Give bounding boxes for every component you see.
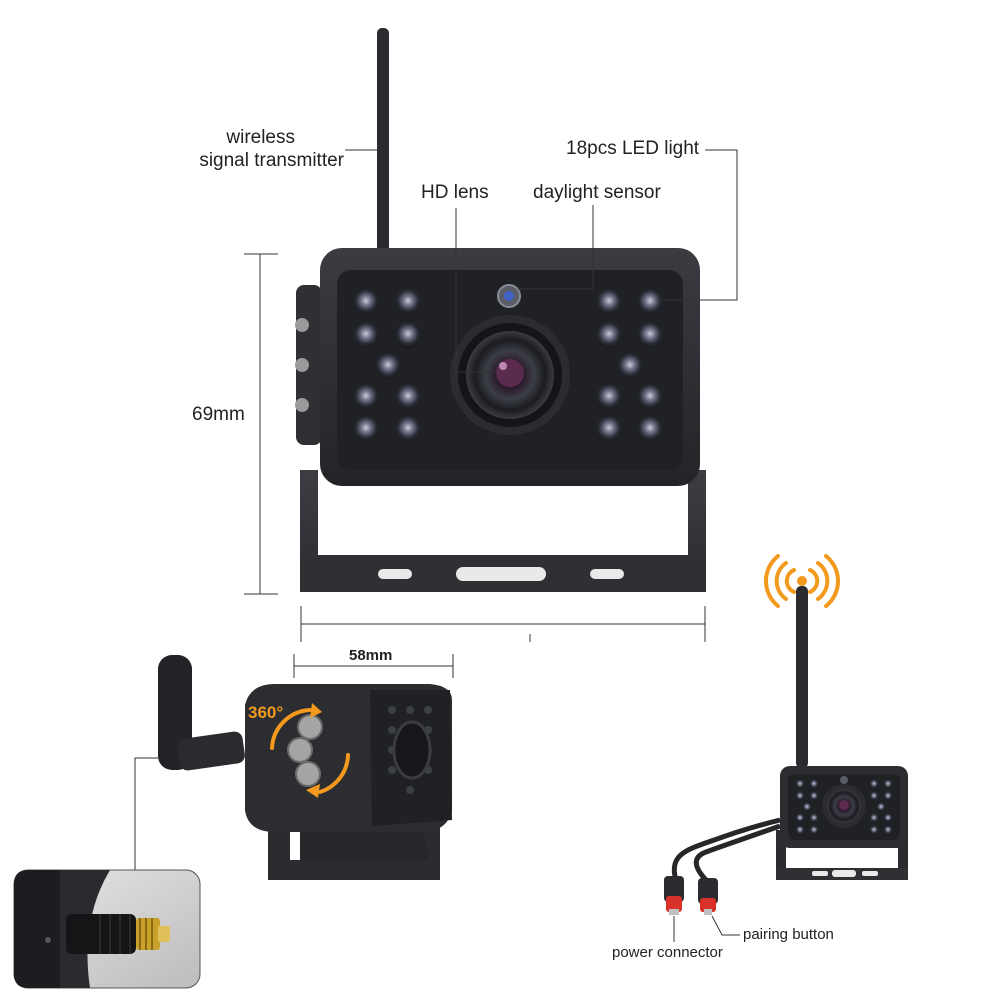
led-array-left: [353, 289, 421, 442]
wireless-label-line1: wireless: [226, 127, 295, 148]
dimension-width-main: [300, 606, 706, 642]
antenna-connector-inset: [13, 869, 201, 989]
dimension-width-side: [293, 654, 454, 678]
side-camera: [158, 655, 452, 880]
wireless-signal-icon: [764, 554, 840, 608]
callout-lines: [345, 149, 738, 373]
dimension-height: [244, 253, 278, 595]
hd-lens-label: HD lens: [421, 182, 489, 203]
main-antenna: [377, 28, 389, 256]
width-dimension-label: 58mm: [349, 647, 393, 664]
power-connector-label: power connector: [612, 944, 723, 961]
main-bracket: [300, 470, 706, 590]
rotation-label: 360°: [248, 703, 284, 722]
led-array-right: [596, 289, 663, 442]
wireless-label-line2: signal transmitter: [199, 150, 344, 171]
daylight-sensor-label: daylight sensor: [533, 182, 661, 203]
small-camera-callouts: [673, 915, 740, 942]
main-camera: [295, 28, 706, 592]
height-dimension-label: 69mm: [192, 404, 245, 425]
small-camera: [664, 554, 908, 915]
pairing-button-label: pairing button: [743, 926, 834, 943]
rotate-arrow-icon: [270, 708, 350, 794]
inset-callout-line: [134, 757, 158, 872]
led-light-label: 18pcs LED light: [566, 138, 700, 159]
